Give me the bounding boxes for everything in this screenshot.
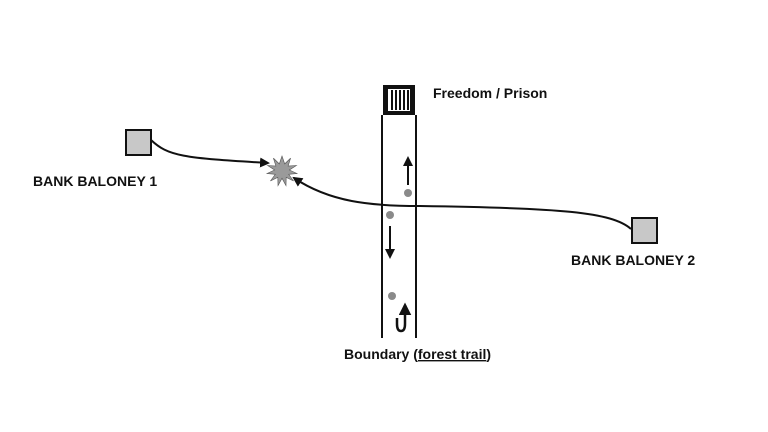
path-bank-2 (292, 176, 632, 230)
bank-1-box (125, 129, 152, 156)
destination-label: Freedom / Prison (433, 85, 547, 101)
boundary-label-suffix: ) (486, 346, 491, 362)
boundary-label: Boundary (forest trail) (344, 346, 491, 362)
boundary-label-underlined: forest trail (418, 346, 486, 362)
bank-2-box (631, 217, 658, 244)
traveler-dot-uturn (388, 292, 396, 300)
bank-1-label: BANK BALONEY 1 (33, 173, 157, 189)
path-bank-1 (150, 139, 270, 168)
bank-2-label: BANK BALONEY 2 (571, 252, 695, 268)
gate-icon (383, 85, 415, 115)
traveler-dot-up (404, 189, 412, 197)
boundary-label-prefix: Boundary ( (344, 346, 418, 362)
boundary-corridor (381, 115, 417, 338)
collision-icon (265, 155, 299, 187)
traveler-dot-down (386, 211, 394, 219)
u-turn-icon (395, 302, 412, 333)
